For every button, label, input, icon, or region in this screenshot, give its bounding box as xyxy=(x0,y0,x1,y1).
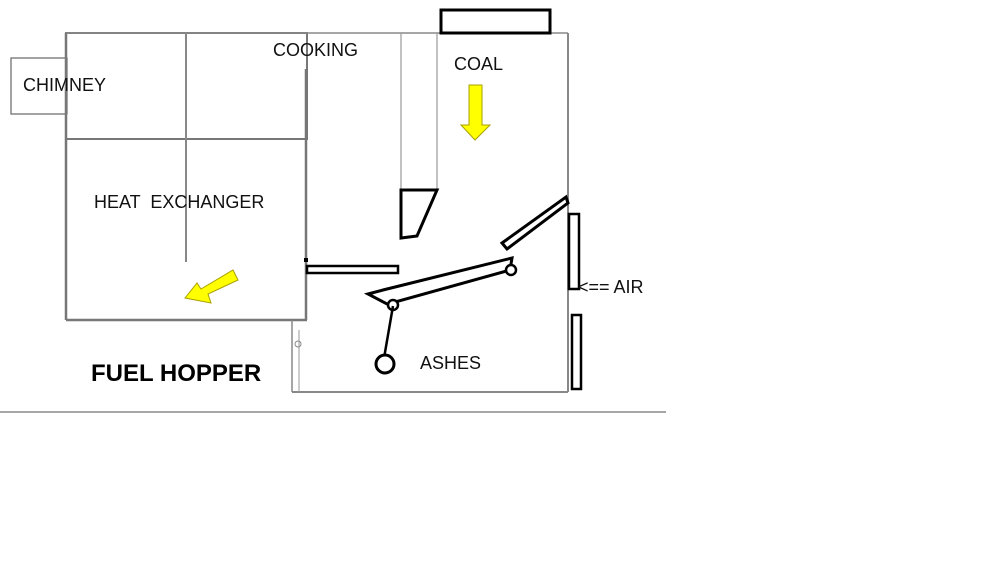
ashes-label: ASHES xyxy=(420,353,481,373)
cooking-label: COOKING xyxy=(273,40,358,60)
heat-flow-arrow-icon xyxy=(184,269,239,304)
chimney-label: CHIMNEY xyxy=(23,75,106,95)
coal-label: COAL xyxy=(454,54,503,74)
shelf-bracket xyxy=(304,258,308,262)
air-inlet-upper-slat xyxy=(567,212,581,291)
coal-lid xyxy=(439,8,552,35)
hinge-detail xyxy=(294,340,302,348)
coal-flow-arrow-icon xyxy=(459,84,492,141)
air-label: <== AIR xyxy=(578,277,644,297)
cooking-shelf xyxy=(305,264,400,275)
heat-exchanger-label: HEAT EXCHANGER xyxy=(94,192,264,212)
hopper-nozzle xyxy=(399,188,440,240)
air-deflector-plate xyxy=(499,194,570,252)
lever-handle xyxy=(374,353,396,375)
lever-pivot-right xyxy=(504,263,518,277)
air-inlet-lower-slat xyxy=(570,313,583,391)
fuel-hopper-title: FUEL HOPPER xyxy=(91,360,261,387)
